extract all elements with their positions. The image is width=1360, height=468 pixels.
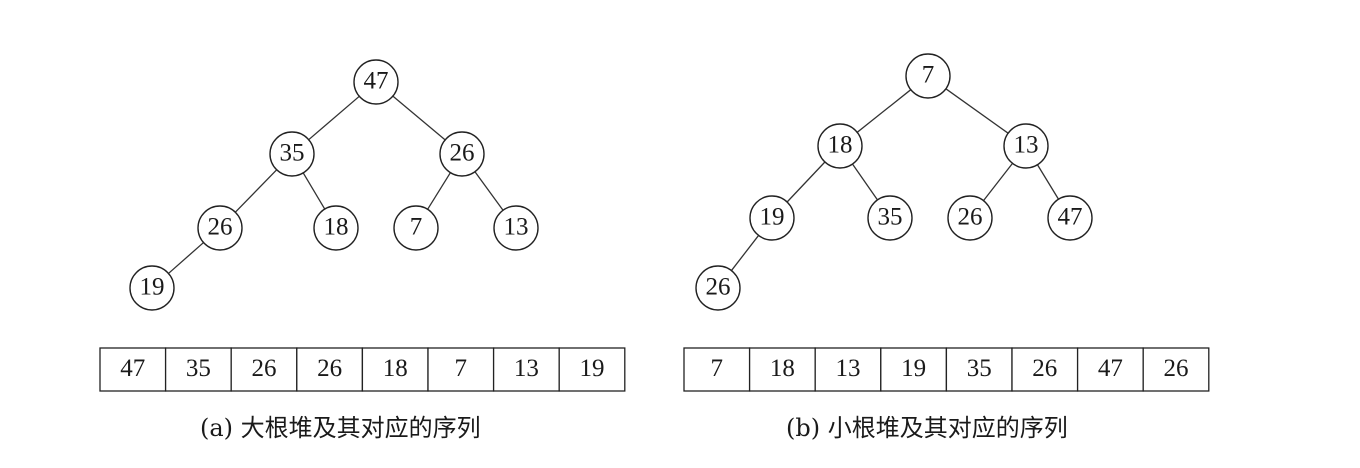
sequence-value: 13 bbox=[836, 355, 861, 382]
tree-edge bbox=[945, 88, 1009, 134]
node-value: 13 bbox=[1014, 132, 1039, 159]
tree-node: 26 bbox=[947, 195, 993, 241]
tree-edge bbox=[392, 95, 446, 141]
node-value: 47 bbox=[1058, 204, 1083, 231]
sequence-value: 19 bbox=[580, 355, 605, 382]
node-value: 19 bbox=[140, 274, 165, 301]
tree-node: 26 bbox=[197, 205, 243, 251]
sequence-value: 13 bbox=[514, 355, 539, 382]
tree-node: 19 bbox=[129, 265, 175, 311]
sequence-value: 26 bbox=[252, 355, 277, 382]
tree-node: 13 bbox=[493, 205, 539, 251]
node-value: 18 bbox=[828, 132, 853, 159]
sequence-value: 47 bbox=[120, 355, 145, 382]
node-circle bbox=[493, 205, 539, 251]
tree-node: 26 bbox=[439, 131, 485, 177]
tree-node: 47 bbox=[353, 59, 399, 105]
node-circle bbox=[905, 53, 951, 99]
sequence-cell bbox=[230, 347, 298, 392]
heap-tree-b: 7 18 13 19 35 26 47 26 bbox=[695, 53, 1093, 311]
sequence-cell bbox=[880, 347, 948, 392]
sequence-array-a: 47 35 26 26 18 7 13 19 bbox=[99, 347, 626, 392]
tree-node: 35 bbox=[867, 195, 913, 241]
tree-edge bbox=[786, 161, 826, 203]
tree-edge bbox=[168, 242, 204, 274]
node-value: 7 bbox=[922, 62, 935, 89]
node-value: 26 bbox=[706, 274, 731, 301]
node-circle bbox=[439, 131, 485, 177]
sequence-cell bbox=[427, 347, 495, 392]
node-value: 26 bbox=[450, 140, 475, 167]
node-circle bbox=[947, 195, 993, 241]
node-value: 19 bbox=[760, 204, 785, 231]
tree-node: 18 bbox=[817, 123, 863, 169]
sequence-value: 26 bbox=[1032, 355, 1057, 382]
node-circle bbox=[1003, 123, 1049, 169]
node-circle bbox=[817, 123, 863, 169]
node-circle bbox=[1047, 195, 1093, 241]
sequence-value: 7 bbox=[455, 355, 468, 382]
node-value: 7 bbox=[410, 214, 423, 241]
tree-node: 13 bbox=[1003, 123, 1049, 169]
sequence-value: 35 bbox=[186, 355, 211, 382]
sequence-cell bbox=[1142, 347, 1210, 392]
tree-edge bbox=[302, 172, 326, 210]
node-circle bbox=[269, 131, 315, 177]
node-circle bbox=[353, 59, 399, 105]
sequence-cell bbox=[683, 347, 751, 392]
tree-node: 18 bbox=[313, 205, 359, 251]
tree-node: 47 bbox=[1047, 195, 1093, 241]
tree-edge bbox=[234, 169, 278, 213]
sequence-cell bbox=[748, 347, 816, 392]
node-value: 35 bbox=[280, 140, 305, 167]
sequence-value: 18 bbox=[770, 355, 795, 382]
heap-tree-a: 47 35 26 26 18 7 13 19 bbox=[129, 59, 539, 311]
sequence-value: 26 bbox=[1164, 355, 1189, 382]
tree-edge bbox=[1036, 164, 1060, 200]
node-circle bbox=[197, 205, 243, 251]
caption-min-heap: (b) 小根堆及其对应的序列 bbox=[786, 414, 1068, 442]
sequence-value: 26 bbox=[317, 355, 342, 382]
tree-node: 35 bbox=[269, 131, 315, 177]
sequence-value: 47 bbox=[1098, 355, 1123, 382]
tree-node: 26 bbox=[695, 265, 741, 311]
tree-edge bbox=[856, 89, 912, 133]
node-circle bbox=[393, 205, 439, 251]
sequence-cell bbox=[558, 347, 626, 392]
sequence-value: 7 bbox=[711, 355, 724, 382]
sequence-cell bbox=[164, 347, 232, 392]
node-circle bbox=[749, 195, 795, 241]
tree-node: 7 bbox=[905, 53, 951, 99]
tree-node: 19 bbox=[749, 195, 795, 241]
sequence-cell bbox=[945, 347, 1013, 392]
sequence-cell bbox=[296, 347, 364, 392]
sequence-value: 18 bbox=[383, 355, 408, 382]
node-circle bbox=[867, 195, 913, 241]
node-value: 18 bbox=[324, 214, 349, 241]
caption-max-heap: (a) 大根堆及其对应的序列 bbox=[200, 414, 481, 442]
tree-edge bbox=[982, 162, 1014, 202]
node-value: 47 bbox=[364, 68, 389, 95]
tree-edge bbox=[308, 95, 360, 141]
sequence-value: 19 bbox=[901, 355, 926, 382]
tree-edge bbox=[730, 235, 760, 271]
node-circle bbox=[313, 205, 359, 251]
sequence-array-b: 7 18 13 19 35 26 47 26 bbox=[683, 347, 1210, 392]
node-circle bbox=[129, 265, 175, 311]
sequence-value: 35 bbox=[967, 355, 992, 382]
sequence-cell bbox=[1076, 347, 1144, 392]
node-value: 26 bbox=[208, 214, 233, 241]
tree-edge bbox=[474, 171, 504, 211]
sequence-cell bbox=[1011, 347, 1079, 392]
sequence-cell bbox=[99, 347, 167, 392]
tree-node: 7 bbox=[393, 205, 439, 251]
node-value: 13 bbox=[504, 214, 529, 241]
node-circle bbox=[695, 265, 741, 311]
node-value: 35 bbox=[878, 204, 903, 231]
tree-edge bbox=[852, 163, 878, 201]
tree-edge bbox=[427, 172, 451, 210]
node-value: 26 bbox=[958, 204, 983, 231]
